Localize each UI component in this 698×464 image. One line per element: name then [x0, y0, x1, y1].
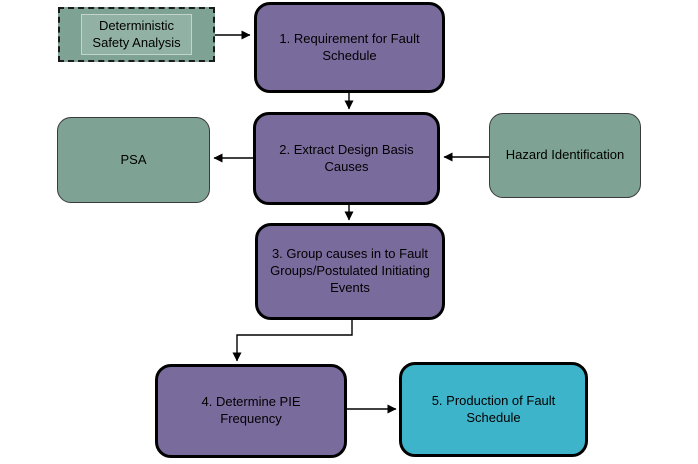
node-label: Hazard Identification [505, 147, 625, 163]
node-deterministic-safety-analysis: Deterministic Safety Analysis [58, 7, 215, 62]
node-label: 3. Group causes in to Fault Groups/Postu… [270, 246, 430, 295]
node-label: 1. Requirement for Fault Schedule [279, 30, 420, 63]
connector-step3-step4 [232, 318, 353, 362]
node-step2-extract-design-basis-causes: 2. Extract Design Basis Causes [253, 112, 440, 205]
node-label: 4. Determine PIE Frequency [201, 394, 301, 426]
node-label: Deterministic Safety Analysis [81, 13, 192, 56]
node-label: 5. Production of Fault Schedule [431, 392, 556, 425]
node-label: PSA [120, 151, 147, 167]
node-psa: PSA [57, 117, 210, 203]
node-label: 2. Extract Design Basis Causes [279, 141, 414, 174]
node-step4-determine-pie-frequency: 4. Determine PIE Frequency [155, 364, 347, 458]
node-step3-group-causes-fault-groups: 3. Group causes in to Fault Groups/Postu… [255, 223, 445, 320]
node-step5-production-of-fault-schedule: 5. Production of Fault Schedule [399, 362, 588, 457]
node-step1-requirement-for-fault-schedule: 1. Requirement for Fault Schedule [254, 2, 445, 93]
node-hazard-identification: Hazard Identification [489, 113, 641, 198]
